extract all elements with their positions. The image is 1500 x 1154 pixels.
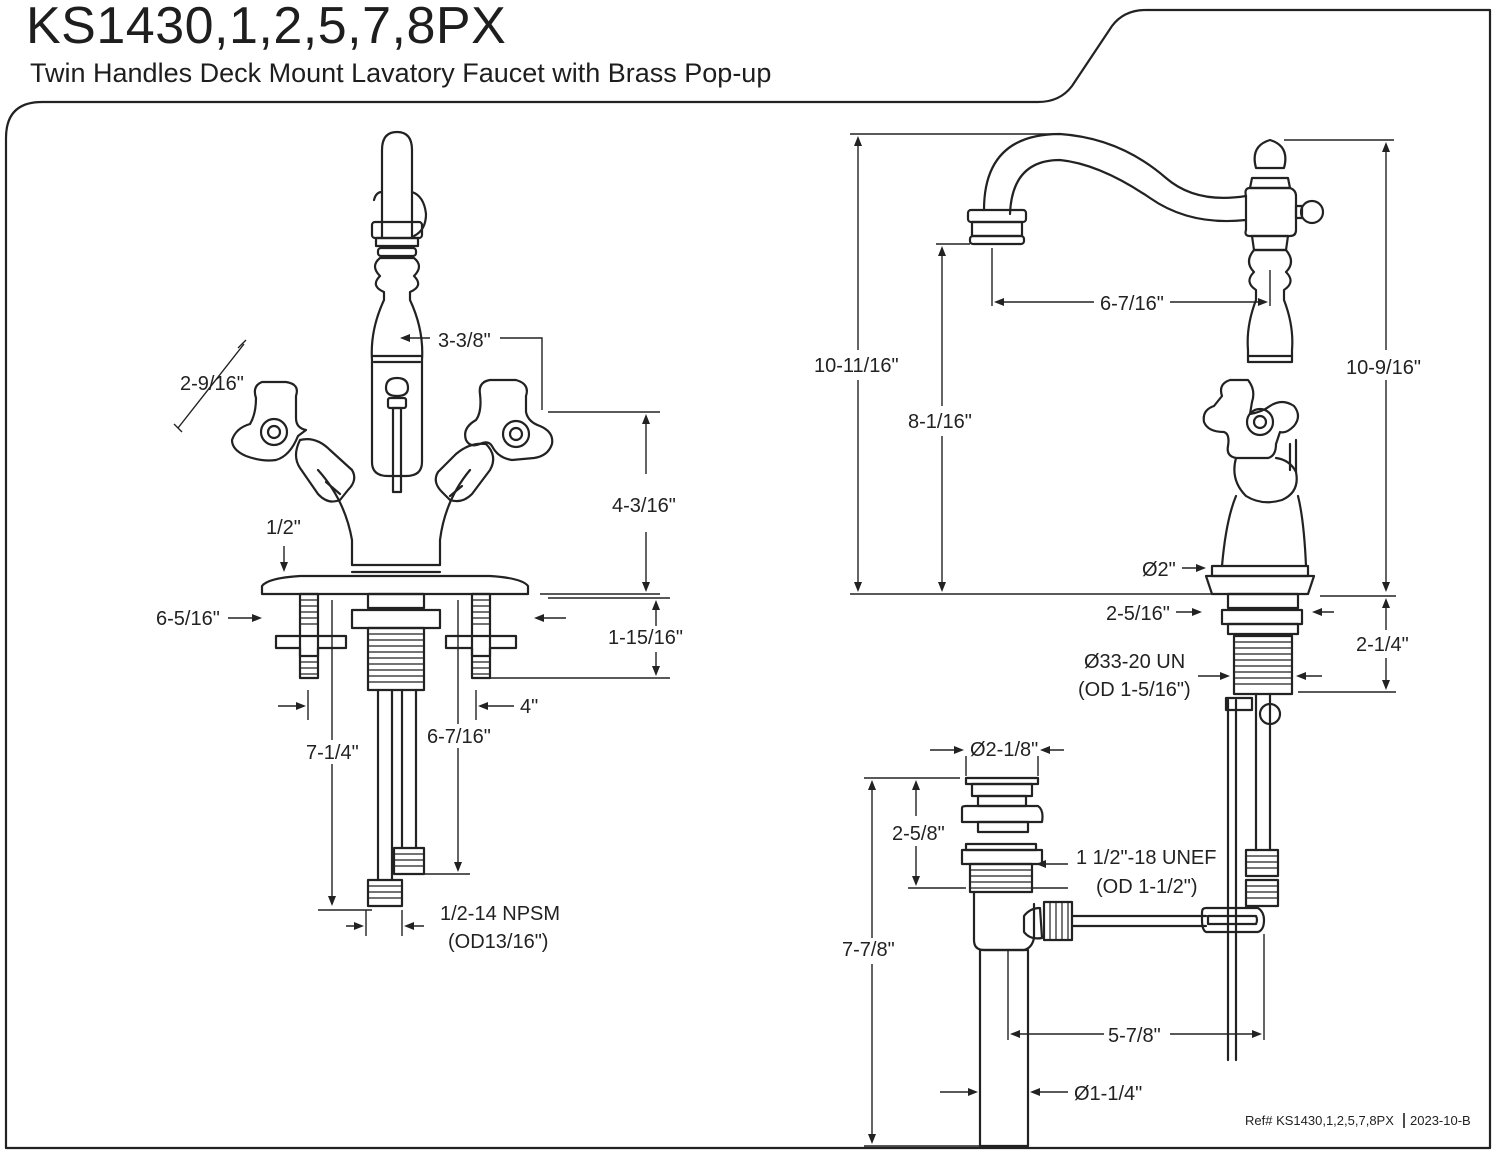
dim-shank-top: 2-5/16" <box>1106 603 1170 625</box>
footer-revision: 2023-10-B <box>1410 1113 1471 1128</box>
dim-shank-dia: 1/2" <box>266 517 301 539</box>
dim-drain-height: 7-7/8" <box>842 939 895 961</box>
dim-spout-height: 8-1/16" <box>908 411 972 433</box>
dim-tail-dia: Ø1-1/4" <box>1074 1083 1142 1105</box>
side-view-dimensions <box>850 133 1396 693</box>
drain-assembly <box>960 776 1266 1148</box>
dim-center: 4" <box>520 696 538 718</box>
dim-drain-thread: 1 1/2"-18 UNEF <box>1076 847 1217 869</box>
front-view-labels: 2-9/16" 3-3/8" 4-3/16" 1/2" 6-5/16" 1-15… <box>156 330 683 953</box>
dim-connection-od: (OD13/16") <box>448 931 548 953</box>
model-title: KS1430,1,2,5,7,8PX <box>26 0 507 55</box>
dim-handle-total: 10-9/16" <box>1346 357 1421 379</box>
dim-thread: Ø33-20 UN <box>1084 651 1185 673</box>
dim-flange-height: 2-5/8" <box>892 823 945 845</box>
dim-handle-height: 4-3/16" <box>612 495 676 517</box>
front-view-faucet <box>230 130 554 908</box>
dim-shank-length-side: 2-1/4" <box>1356 634 1409 656</box>
dim-base-dia: Ø2" <box>1142 559 1176 581</box>
dim-handle-offset: 3-3/8" <box>438 330 491 352</box>
dim-shank-length: 1-15/16" <box>608 627 683 649</box>
dim-drain-thread-od: (OD 1-1/2") <box>1096 876 1198 898</box>
dim-spout-reach: 6-7/16" <box>1100 293 1164 315</box>
dim-hose-short: 6-7/16" <box>427 726 491 748</box>
dim-hose-long: 7-1/4" <box>306 742 359 764</box>
dim-overall-height: 10-11/16" <box>814 355 899 377</box>
dim-thread-od: (OD 1-5/16") <box>1078 679 1191 701</box>
border-frame <box>4 8 1492 1150</box>
dim-plate-width: 6-5/16" <box>156 608 220 630</box>
front-view-dimensions <box>173 334 670 936</box>
footer-ref: Ref# KS1430,1,2,5,7,8PX <box>1245 1113 1394 1128</box>
dim-connection: 1/2-14 NPSM <box>440 903 560 925</box>
dim-rod-reach: 5-7/8" <box>1108 1025 1161 1047</box>
side-view-labels: 10-11/16" 8-1/16" 6-7/16" 10-9/16" Ø2" 2… <box>814 293 1421 701</box>
dim-flange-dia: Ø2-1/8" <box>970 739 1038 761</box>
product-subtitle: Twin Handles Deck Mount Lavatory Faucet … <box>30 58 772 88</box>
drain-dimensions <box>864 746 1265 1147</box>
drain-labels: Ø2-1/8" 2-5/8" 1 1/2"-18 UNEF (OD 1-1/2"… <box>842 739 1217 1105</box>
dim-handle-span: 2-9/16" <box>180 373 244 395</box>
side-view-faucet <box>966 132 1325 1062</box>
